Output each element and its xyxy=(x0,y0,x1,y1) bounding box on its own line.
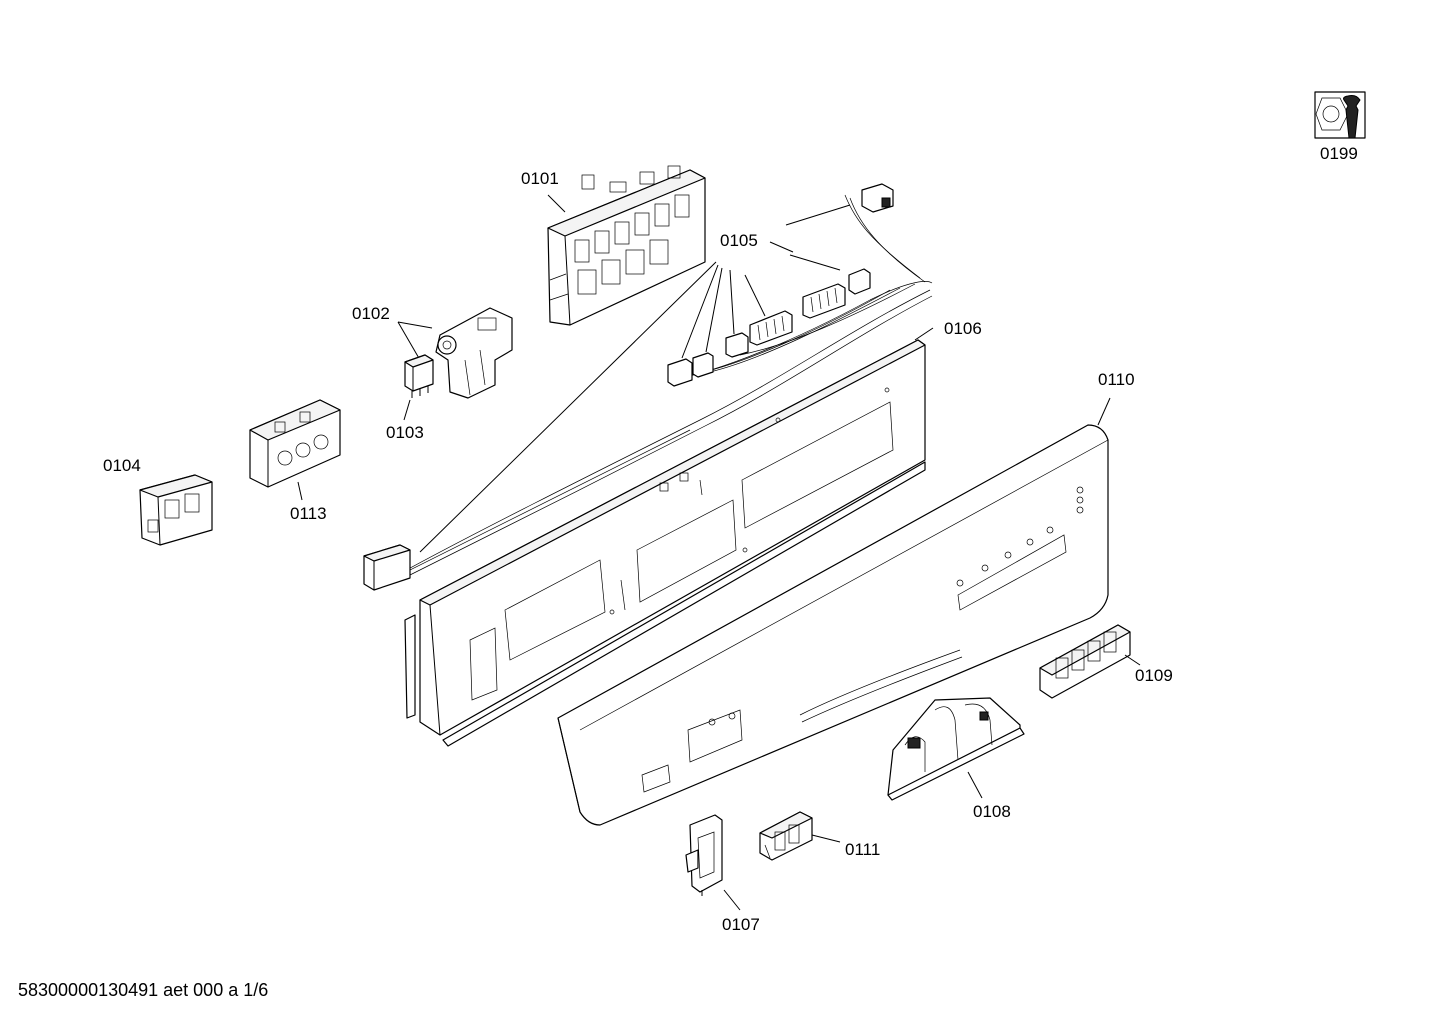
part-0108-bracket[interactable] xyxy=(887,697,1025,801)
label-0199: 0199 xyxy=(1320,144,1358,163)
part-0106-panel-frame[interactable] xyxy=(404,339,926,747)
label-0104: 0104 xyxy=(103,456,141,475)
label-0107: 0107 xyxy=(722,915,760,934)
part-0105-wiring-harness[interactable] xyxy=(363,183,933,591)
part-0102-actuator[interactable] xyxy=(435,307,513,399)
label-0103: 0103 xyxy=(386,423,424,442)
part-0104-switch[interactable] xyxy=(139,474,213,546)
part-0103-relay[interactable] xyxy=(404,354,434,398)
leader-lines-0105 xyxy=(419,204,851,553)
part-0107-holder[interactable] xyxy=(685,814,723,896)
drawing-id-footer: 58300000130491 aet 000 a 1/6 xyxy=(18,980,269,1000)
label-0102: 0102 xyxy=(352,304,390,323)
label-0111: 0111 xyxy=(845,840,880,859)
label-0109: 0109 xyxy=(1135,666,1173,685)
part-0113-button-module[interactable] xyxy=(249,399,341,488)
label-0106: 0106 xyxy=(944,319,982,338)
label-0105: 0105 xyxy=(720,231,758,250)
label-0101: 0101 xyxy=(521,169,559,188)
label-0113: 0113 xyxy=(290,504,327,523)
part-0101-control-module[interactable] xyxy=(547,165,706,326)
label-0110: 0110 xyxy=(1098,370,1135,389)
wrench-nut-icon[interactable] xyxy=(1314,91,1366,139)
part-0111-button-strip[interactable] xyxy=(759,811,813,861)
part-0110-front-panel[interactable] xyxy=(557,424,1109,826)
label-0108: 0108 xyxy=(973,802,1011,821)
part-0109-button-strip[interactable] xyxy=(1039,624,1131,699)
